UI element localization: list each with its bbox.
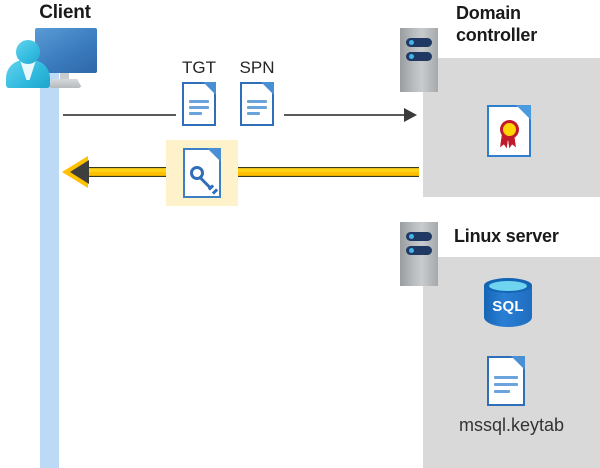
keytab-document-icon xyxy=(487,356,525,406)
tgt-label: TGT xyxy=(182,58,216,77)
client-computer-user-icon xyxy=(5,26,97,88)
tgt-document-icon xyxy=(182,82,216,126)
sql-label: SQL xyxy=(492,298,524,315)
rack-bay-icon xyxy=(406,52,432,61)
linux-server-rack-icon xyxy=(400,222,438,286)
document-text-line xyxy=(494,383,518,386)
certificate-document-icon xyxy=(487,105,531,157)
spn-label: SPN xyxy=(239,58,275,77)
document-text-line xyxy=(494,390,510,393)
client-title: Client xyxy=(39,2,91,23)
rack-led-icon xyxy=(409,248,414,253)
keytab-filename-label: mssql.keytab xyxy=(458,415,565,435)
service-ticket-key-document-icon xyxy=(183,148,221,198)
domain-controller-server-rack-icon xyxy=(400,28,438,92)
linux-server-title: Linux server xyxy=(454,226,559,246)
rack-led-icon xyxy=(409,234,414,239)
document-text-line xyxy=(247,100,267,103)
domain-controller-title: Domain controller xyxy=(456,3,538,45)
rack-led-icon xyxy=(409,40,414,45)
response-arrow-segment-left xyxy=(84,167,166,177)
document-text-line xyxy=(247,106,267,109)
document-text-line xyxy=(189,100,209,103)
sql-database-icon: SQL xyxy=(484,278,532,332)
rack-bay-icon xyxy=(406,246,432,255)
seal-center xyxy=(503,123,516,136)
monitor-base-icon xyxy=(48,79,82,88)
document-text-line xyxy=(189,112,202,115)
document-text-line xyxy=(189,106,209,109)
client-lifeline xyxy=(40,72,59,468)
spn-document-icon xyxy=(240,82,274,126)
document-text-line xyxy=(247,112,260,115)
document-page xyxy=(182,82,216,126)
response-arrow-head-inner xyxy=(70,160,89,184)
rack-bay-icon xyxy=(406,38,432,47)
request-arrow-segment-right xyxy=(284,114,407,116)
sql-cylinder-top-inner xyxy=(489,281,527,291)
request-arrow-head xyxy=(404,108,417,122)
monitor-neck-icon xyxy=(60,73,69,81)
request-arrow-segment-left xyxy=(63,114,176,116)
key-ring-icon xyxy=(190,166,204,180)
rack-bay-icon xyxy=(406,232,432,241)
rack-led-icon xyxy=(409,54,414,59)
document-text-line xyxy=(494,376,518,379)
person-head-icon xyxy=(16,40,40,64)
response-arrow-segment-right xyxy=(238,167,419,177)
document-page xyxy=(487,356,525,406)
